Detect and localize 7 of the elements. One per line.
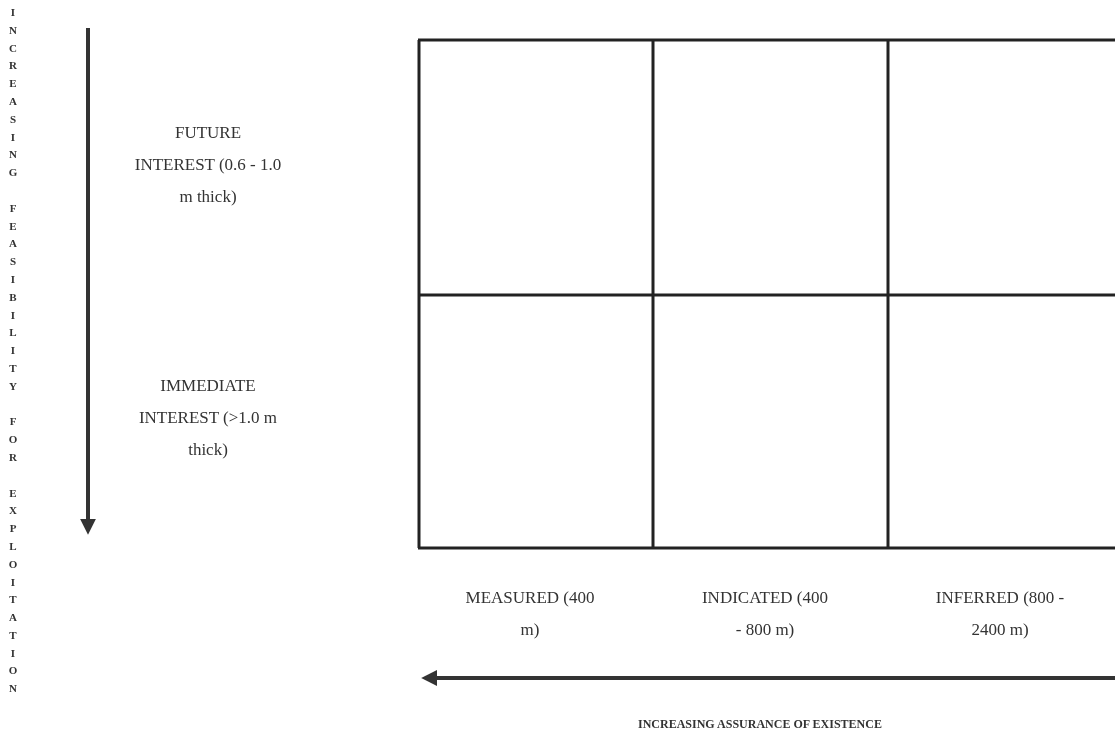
category-label: INFERRED (800 - 2400 m) bbox=[934, 587, 1066, 641]
category-label: IMMEDIATE INTEREST (>1.0 m thick) bbox=[137, 375, 279, 461]
axis-title: INCREASING FEASIBILITY FOR EXPLOITATION bbox=[7, 5, 19, 697]
axis-title: INCREASING ASSURANCE OF EXISTENCE bbox=[637, 716, 883, 732]
category-label: MEASURED (400 m) bbox=[465, 587, 595, 641]
category-label: INDICATED (400 - 800 m) bbox=[700, 587, 830, 641]
category-label: FUTURE INTEREST (0.6 - 1.0 m thick) bbox=[134, 122, 282, 208]
